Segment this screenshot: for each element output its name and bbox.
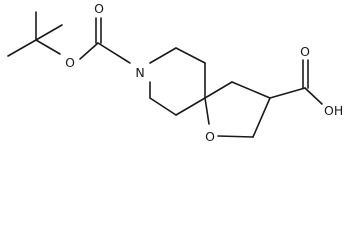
bonds: [7, 11, 323, 138]
atom-labels: O O N O OH O: [65, 1, 343, 144]
bond-och2-to-ring-oxygen: [217, 135, 254, 138]
atom-label-acid-carbonyl-oxygen: O: [300, 44, 310, 59]
bond-acid-carbon-to-hydroxyl: [304, 87, 323, 105]
bond-ch-to-acid-carbon: [269, 87, 306, 99]
atom-label-ester-carbonyl-oxygen: O: [94, 1, 104, 16]
atom-label-ring-oxygen: O: [205, 129, 215, 144]
bond-ester-oxygen-to-carbonyl: [79, 42, 99, 60]
bond-tbu-methyl-right: [35, 24, 63, 41]
atom-label-hydroxyl: OH: [324, 103, 343, 118]
bond-ring-oxygen-to-spiro: [204, 97, 210, 125]
atom-label-ester-oxygen: O: [65, 55, 75, 70]
bond-tbu-to-ester-oxygen: [35, 39, 61, 55]
bond-c2-to-c3: [175, 47, 206, 64]
bond-tbu-methyl-left: [7, 39, 37, 57]
bond-spiro-to-ch2: [204, 81, 233, 99]
bond-n-to-c2: [149, 47, 177, 64]
atom-label-ring-nitrogen: N: [135, 65, 144, 80]
bond-spiro-to-c5: [175, 97, 206, 116]
bond-c5-to-c6: [149, 97, 177, 116]
chemical-structure-diagram: O O N O OH O: [7, 1, 343, 144]
bond-ch-to-och2: [252, 97, 271, 138]
bond-carbonyl-to-nitrogen: [97, 42, 131, 64]
bond-ch2-to-ch: [231, 81, 271, 99]
